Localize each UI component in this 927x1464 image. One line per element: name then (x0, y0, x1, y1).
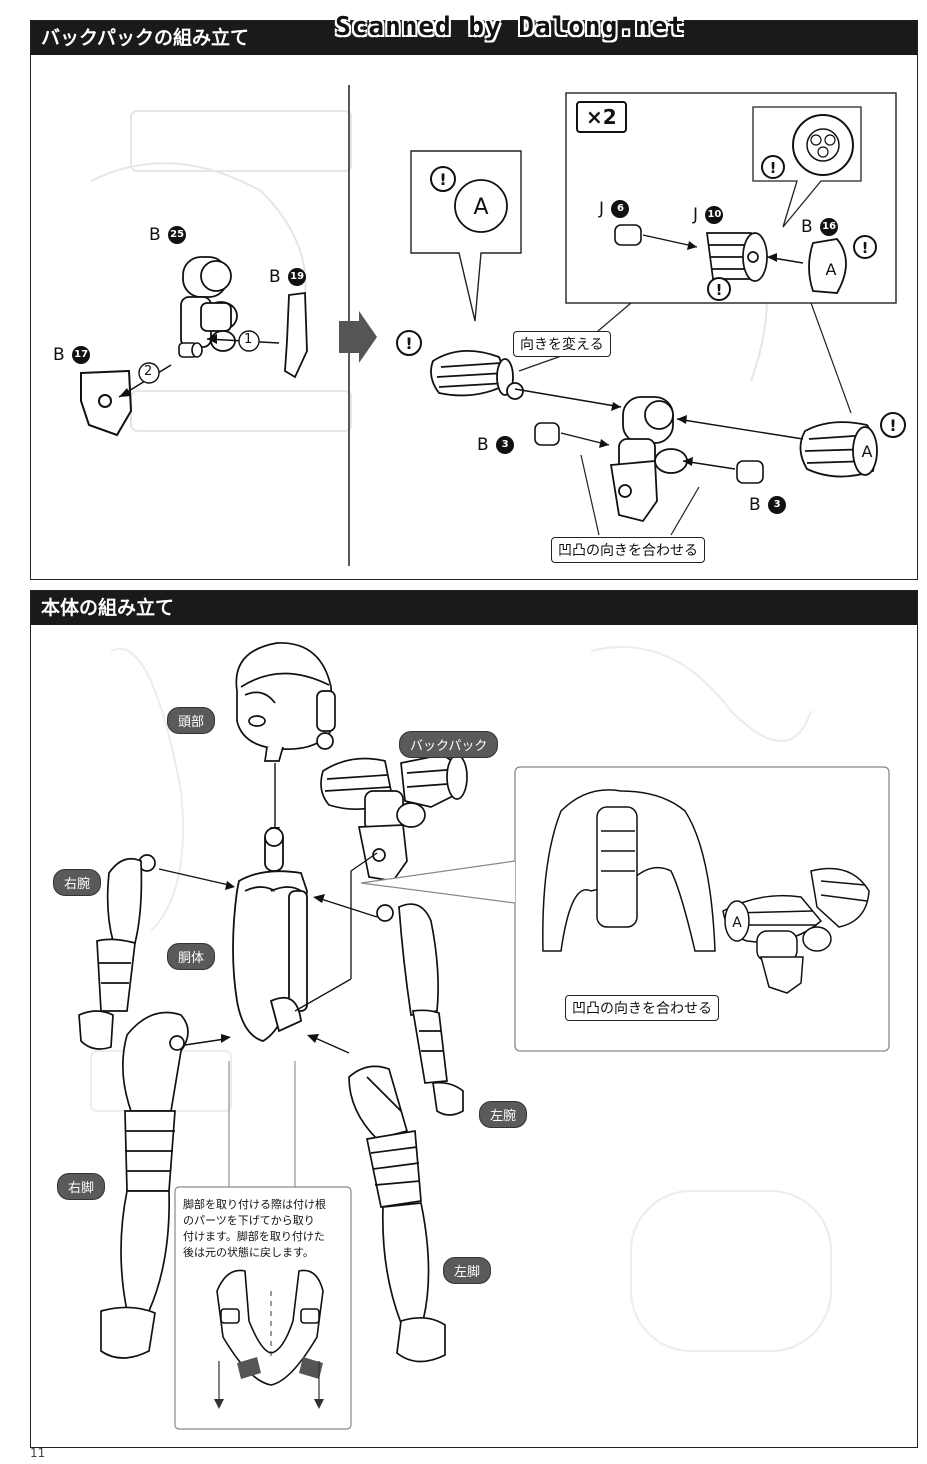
label-b3-left: B 3 (477, 435, 515, 455)
head-part (235, 642, 336, 762)
section-title-body: 本体の組み立て (31, 591, 917, 625)
tag-right-arm: 右腕 (53, 869, 102, 896)
caution-icon (853, 235, 877, 259)
callout-a-bubble (410, 150, 522, 322)
connector-peg (178, 342, 203, 358)
torso-part (232, 827, 308, 1042)
next-step-arrow (339, 311, 377, 363)
left-leg-part (348, 1065, 446, 1363)
note-align-notches-backpack: 凹凸の向きを合わせる (551, 537, 705, 563)
center-backpack-frame (609, 396, 688, 523)
svg-text:A: A (862, 442, 873, 461)
svg-text:A: A (473, 195, 488, 220)
label-j10: J 10 (693, 205, 724, 225)
step-1: 1 (244, 332, 253, 347)
body-diagram: A (78, 642, 890, 1430)
svg-text:A: A (826, 260, 837, 279)
tag-left-leg: 左脚 (443, 1257, 492, 1284)
part-b16-cap (808, 238, 847, 294)
label-b17: B 17 (53, 345, 91, 365)
scanner-watermark: Scanned by Dalong.net (335, 12, 685, 42)
thruster-right (799, 421, 878, 478)
right-arm-part (78, 854, 156, 1050)
label-b16: B 16 (801, 217, 839, 237)
tag-backpack: バックパック (399, 731, 499, 758)
caution-icon (707, 277, 731, 301)
svg-text:A: A (732, 915, 742, 931)
label-b19: B 19 (269, 267, 307, 287)
step-2: 2 (144, 364, 153, 379)
multiplier-x2: ×2 (576, 101, 627, 133)
svg-text:!: ! (439, 170, 446, 189)
svg-text:!: ! (889, 416, 896, 435)
tag-left-arm: 左腕 (479, 1101, 528, 1128)
part-b25-frame (180, 256, 238, 352)
part-j10-drum (706, 232, 768, 282)
part-b17-shield (80, 369, 133, 437)
tag-right-leg: 右脚 (57, 1173, 106, 1200)
caution-icon (396, 330, 422, 356)
label-b25: B 25 (149, 225, 187, 245)
section-title-backpack: バックパックの組み立て (31, 21, 917, 55)
part-b3-peg-right (736, 460, 764, 484)
caution-icon (880, 412, 906, 438)
svg-text:!: ! (770, 159, 777, 177)
tag-torso: 胴体 (167, 943, 216, 970)
right-leg-part (100, 1011, 189, 1359)
part-b19-plate (284, 291, 308, 379)
leg-note-text: 脚部を取り付ける際は付け根 のパーツを下げてから取り 付けます。脚部を取り付けた… (183, 1198, 326, 1259)
note-change-direction: 向きを変える (513, 331, 611, 357)
thruster-left (430, 349, 524, 400)
caution-icon (430, 166, 456, 192)
label-b3-right: B 3 (749, 495, 787, 515)
svg-text:!: ! (862, 239, 869, 257)
backpack-assembly-section: バックパックの組み立て (30, 20, 918, 580)
label-j6: J 6 (599, 199, 630, 219)
note-align-notches-body: 凹凸の向きを合わせる (565, 995, 719, 1021)
caution-icon (761, 155, 785, 179)
body-assembly-section: 本体の組み立て (30, 590, 918, 1448)
hip-joint-illustration (216, 1269, 324, 1386)
tag-head: 頭部 (167, 707, 216, 734)
part-j6-pin (614, 224, 642, 246)
left-arm-part (376, 903, 464, 1116)
svg-text:!: ! (405, 334, 412, 353)
part-b3-peg-left (534, 422, 560, 446)
svg-text:!: ! (716, 281, 723, 299)
backpack-part (320, 754, 468, 882)
back-view-illustration (542, 789, 870, 994)
page-number: 11 (30, 1446, 46, 1460)
